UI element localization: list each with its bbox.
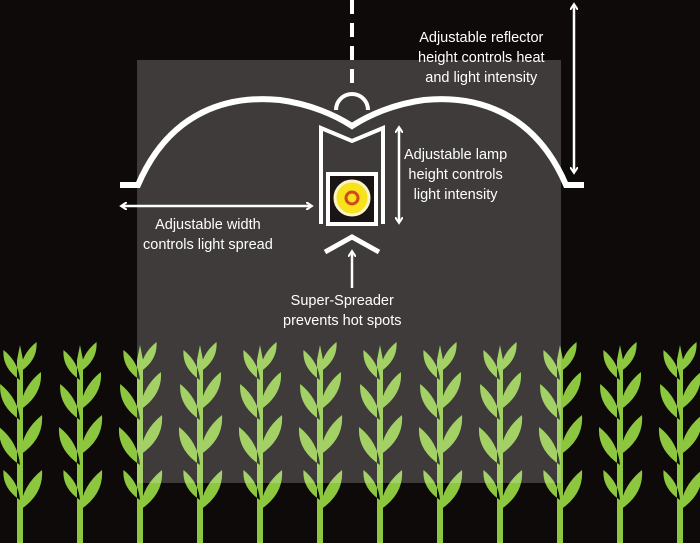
plant-icon [538,342,583,543]
plant-icon [358,342,403,543]
plant-icon [118,342,163,543]
plant-icon [478,342,523,543]
super-spreader [323,234,381,255]
plant-row [0,342,700,543]
label-line: controls light spread [143,237,273,253]
plant-icon [58,342,103,543]
lamp-bulb-icon [333,179,371,217]
plant-icon [238,342,283,543]
reflector-dome [334,92,370,111]
label-line: light intensity [413,187,498,203]
label-line: prevents hot spots [283,313,402,329]
plant-icon [178,342,223,543]
label-line: Adjustable lamp [404,147,508,163]
reflector-label: Adjustable reflector height controls hea… [418,28,545,88]
width-label: Adjustable width controls light spread [143,215,273,255]
plant-icon [298,342,343,543]
spreader-label: Super-Spreader prevents hot spots [283,291,402,331]
lamp-housing [319,124,385,224]
label-line: Adjustable reflector [419,30,544,46]
highlight-overlay [137,60,561,483]
label-line: and light intensity [425,70,538,86]
label-line: height controls heat [418,50,545,66]
plant-icon [598,342,643,543]
label-line: Adjustable width [155,217,261,233]
plant-icon [659,342,700,543]
plant-icon [0,342,43,543]
label-line: Super-Spreader [290,293,394,309]
bulb-core [344,190,360,206]
plant-icon [418,342,463,543]
reflector [120,96,584,188]
label-line: height controls [408,167,503,183]
lamp-label: Adjustable lamp height controls light in… [404,145,507,205]
